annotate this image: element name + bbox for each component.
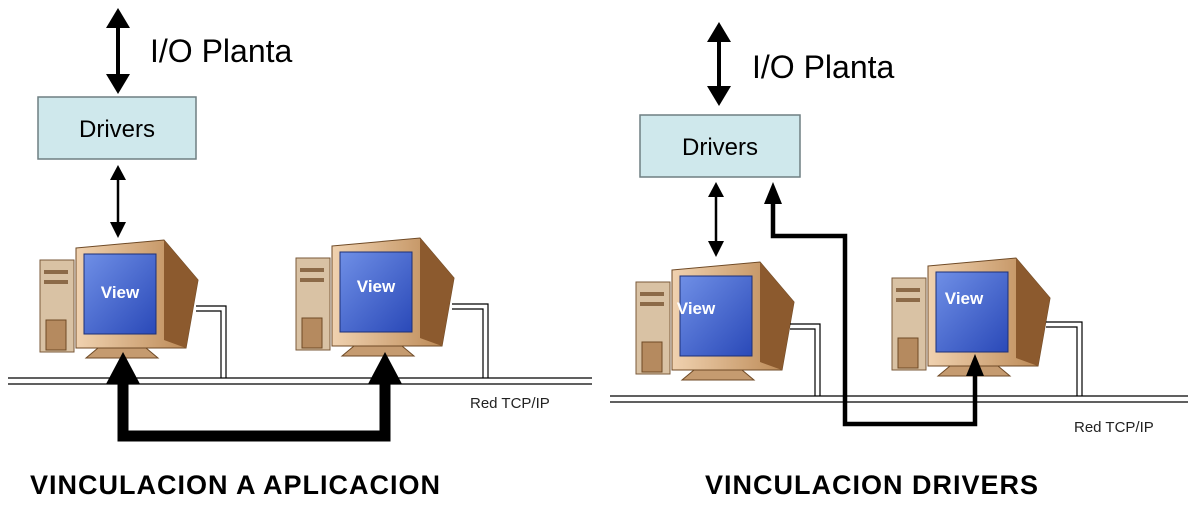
right-drivers-box [639, 114, 801, 178]
left-computer-1: View [39, 239, 199, 359]
left-computer-2: View [295, 237, 455, 357]
left-drivers-label: Drivers [79, 116, 155, 143]
left-io-arrow [106, 8, 130, 94]
right-caption: VINCULACION DRIVERS [705, 470, 1039, 500]
right-computer-1: View [635, 261, 795, 381]
left-application-link-arrow [106, 352, 402, 442]
right-network-label: Red TCP/IP [1074, 419, 1154, 436]
right-drivers-computer-arrow [708, 182, 724, 257]
right-panel: I/O Planta Drivers View [610, 22, 1188, 500]
left-computer-2-label: View [357, 277, 396, 296]
right-computer-2: View [891, 257, 1051, 377]
right-drivers-label: Drivers [682, 134, 758, 161]
left-io-label: I/O Planta [150, 33, 293, 69]
right-drivers-link-arrow [764, 182, 984, 427]
right-computer-1-label: View [677, 299, 716, 318]
left-computer-1-label: View [101, 283, 140, 302]
left-network-lines [8, 303, 592, 385]
left-panel: I/O Planta Drivers View [8, 8, 592, 500]
right-computer-2-label: View [945, 289, 984, 308]
left-network-label: Red TCP/IP [470, 395, 550, 412]
left-caption: VINCULACION A APLICACION [30, 470, 441, 500]
left-drivers-computer-arrow [110, 165, 126, 238]
right-network-lines [610, 321, 1188, 403]
right-io-label: I/O Planta [752, 49, 895, 85]
left-drivers-box [37, 96, 197, 160]
right-io-arrow [707, 22, 731, 106]
